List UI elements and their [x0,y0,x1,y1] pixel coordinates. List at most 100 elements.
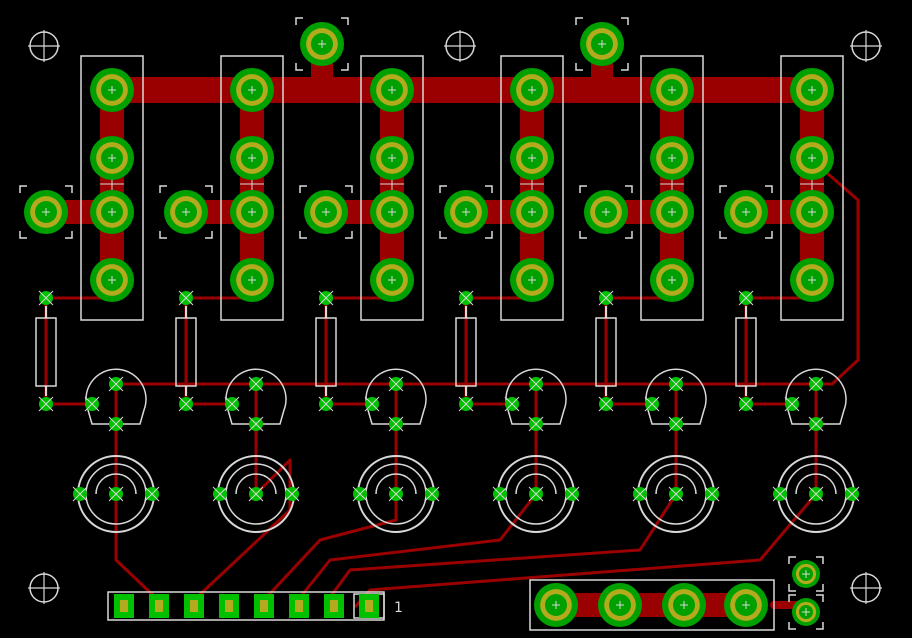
power-input-pad-1 [300,22,344,66]
relay-5-pin-4 [650,258,694,302]
pad-frame-corner [295,17,303,25]
via-cross [284,486,300,502]
via-cross [668,416,684,432]
pad-frame-corner [205,185,213,193]
pad-frame-corner [345,185,353,193]
transistor-pin-b-5 [644,396,660,412]
via-cross [388,416,404,432]
via-cross [84,396,100,412]
via-cross [108,416,124,432]
via-cross [318,290,334,306]
pad-frame-corner [719,185,727,193]
led-pad-c-6 [844,486,860,502]
mounting-hole-5 [850,572,882,604]
transistor-pin-c-6 [808,376,824,392]
via-cross [598,396,614,412]
pad-frame-corner [19,185,27,193]
via-cross [38,396,54,412]
via-cross [784,396,800,412]
via-cross [772,486,788,502]
pad-frame-corner [816,622,824,630]
resistor-pad-bottom-2 [178,396,194,412]
pad-frame-corner [579,231,587,239]
led-pad-k-4 [528,486,544,502]
power-input-pad-2 [580,22,624,66]
transistor-pin-b-6 [784,396,800,412]
contact-pad-frame-3 [299,185,353,239]
transistor-pin-b-3 [364,396,380,412]
via-cross [364,396,380,412]
header-pin1-label: 1 [394,600,403,616]
header-pin-3 [184,594,204,618]
mounting-hole-3 [850,30,882,62]
via-cross [704,486,720,502]
via-cross [458,290,474,306]
header-pin-copper [330,600,338,612]
resistor-pad-top-2 [178,290,194,306]
relay-3-pin-2 [370,136,414,180]
pad-frame-corner [299,231,307,239]
via-cross [644,396,660,412]
contact-pad-frame-5 [579,185,633,239]
resistor-pad-bottom-5 [598,396,614,412]
header-pin-4 [219,594,239,618]
signal-trace-1 [114,492,160,602]
relay-4-pin-3 [510,190,554,234]
resistor-pad-bottom-4 [458,396,474,412]
via-cross [738,396,754,412]
relay-4-pin-1 [510,68,554,112]
led-pad-k-1 [108,486,124,502]
via-cross [564,486,580,502]
transistor-pin-e-5 [668,416,684,432]
pad-frame-corner [788,594,796,602]
led-arc [95,473,137,495]
contact-pad-6 [724,190,768,234]
led-arc [375,473,417,495]
header-pin-copper [295,600,303,612]
relay-2-pin-2 [230,136,274,180]
transistor-pin-e-3 [388,416,404,432]
power-pad-frame-2 [575,17,629,71]
relay-6-pin-2 [790,136,834,180]
resistor-pad-bottom-6 [738,396,754,412]
resistor-pad-bottom-3 [318,396,334,412]
transistor-pin-c-4 [528,376,544,392]
via-cross [144,486,160,502]
relay-3-pin-4 [370,258,414,302]
relay-outline-3 [360,55,424,321]
contact-pad-frame-1 [19,185,73,239]
signal-trace-2 [192,458,292,602]
pad-frame-corner [19,231,27,239]
pad-frame-corner [439,231,447,239]
relay-6-pin-4 [790,258,834,302]
pad-frame-corner [65,185,73,193]
resistor-pad-top-4 [458,290,474,306]
header-pin-copper [225,600,233,612]
via-cross [528,416,544,432]
relay-4-pin-4 [510,258,554,302]
led-pad-c-3 [424,486,440,502]
terminal-pad-4 [724,583,768,627]
pad-frame-corner [299,185,307,193]
pad-frame-corner [625,231,633,239]
pad-frame-corner [621,17,629,25]
via-cross [178,290,194,306]
resistor-pad-top-1 [38,290,54,306]
pad-frame-corner [788,622,796,630]
pad-frame-corner [816,556,824,564]
resistor-pad-top-5 [598,290,614,306]
header-pin-8 [359,594,379,618]
led-pad-a-3 [352,486,368,502]
via-cross [424,486,440,502]
relay-5-pin-1 [650,68,694,112]
aux-pad-2 [792,598,820,626]
transistor-pin-e-2 [248,416,264,432]
led-pad-k-3 [388,486,404,502]
relay-outline-2 [220,55,284,321]
header-pin-copper [155,600,163,612]
relay-2-pin-1 [230,68,274,112]
aux-pad-frame-2 [788,594,824,630]
via-cross [388,376,404,392]
contact-pad-frame-4 [439,185,493,239]
